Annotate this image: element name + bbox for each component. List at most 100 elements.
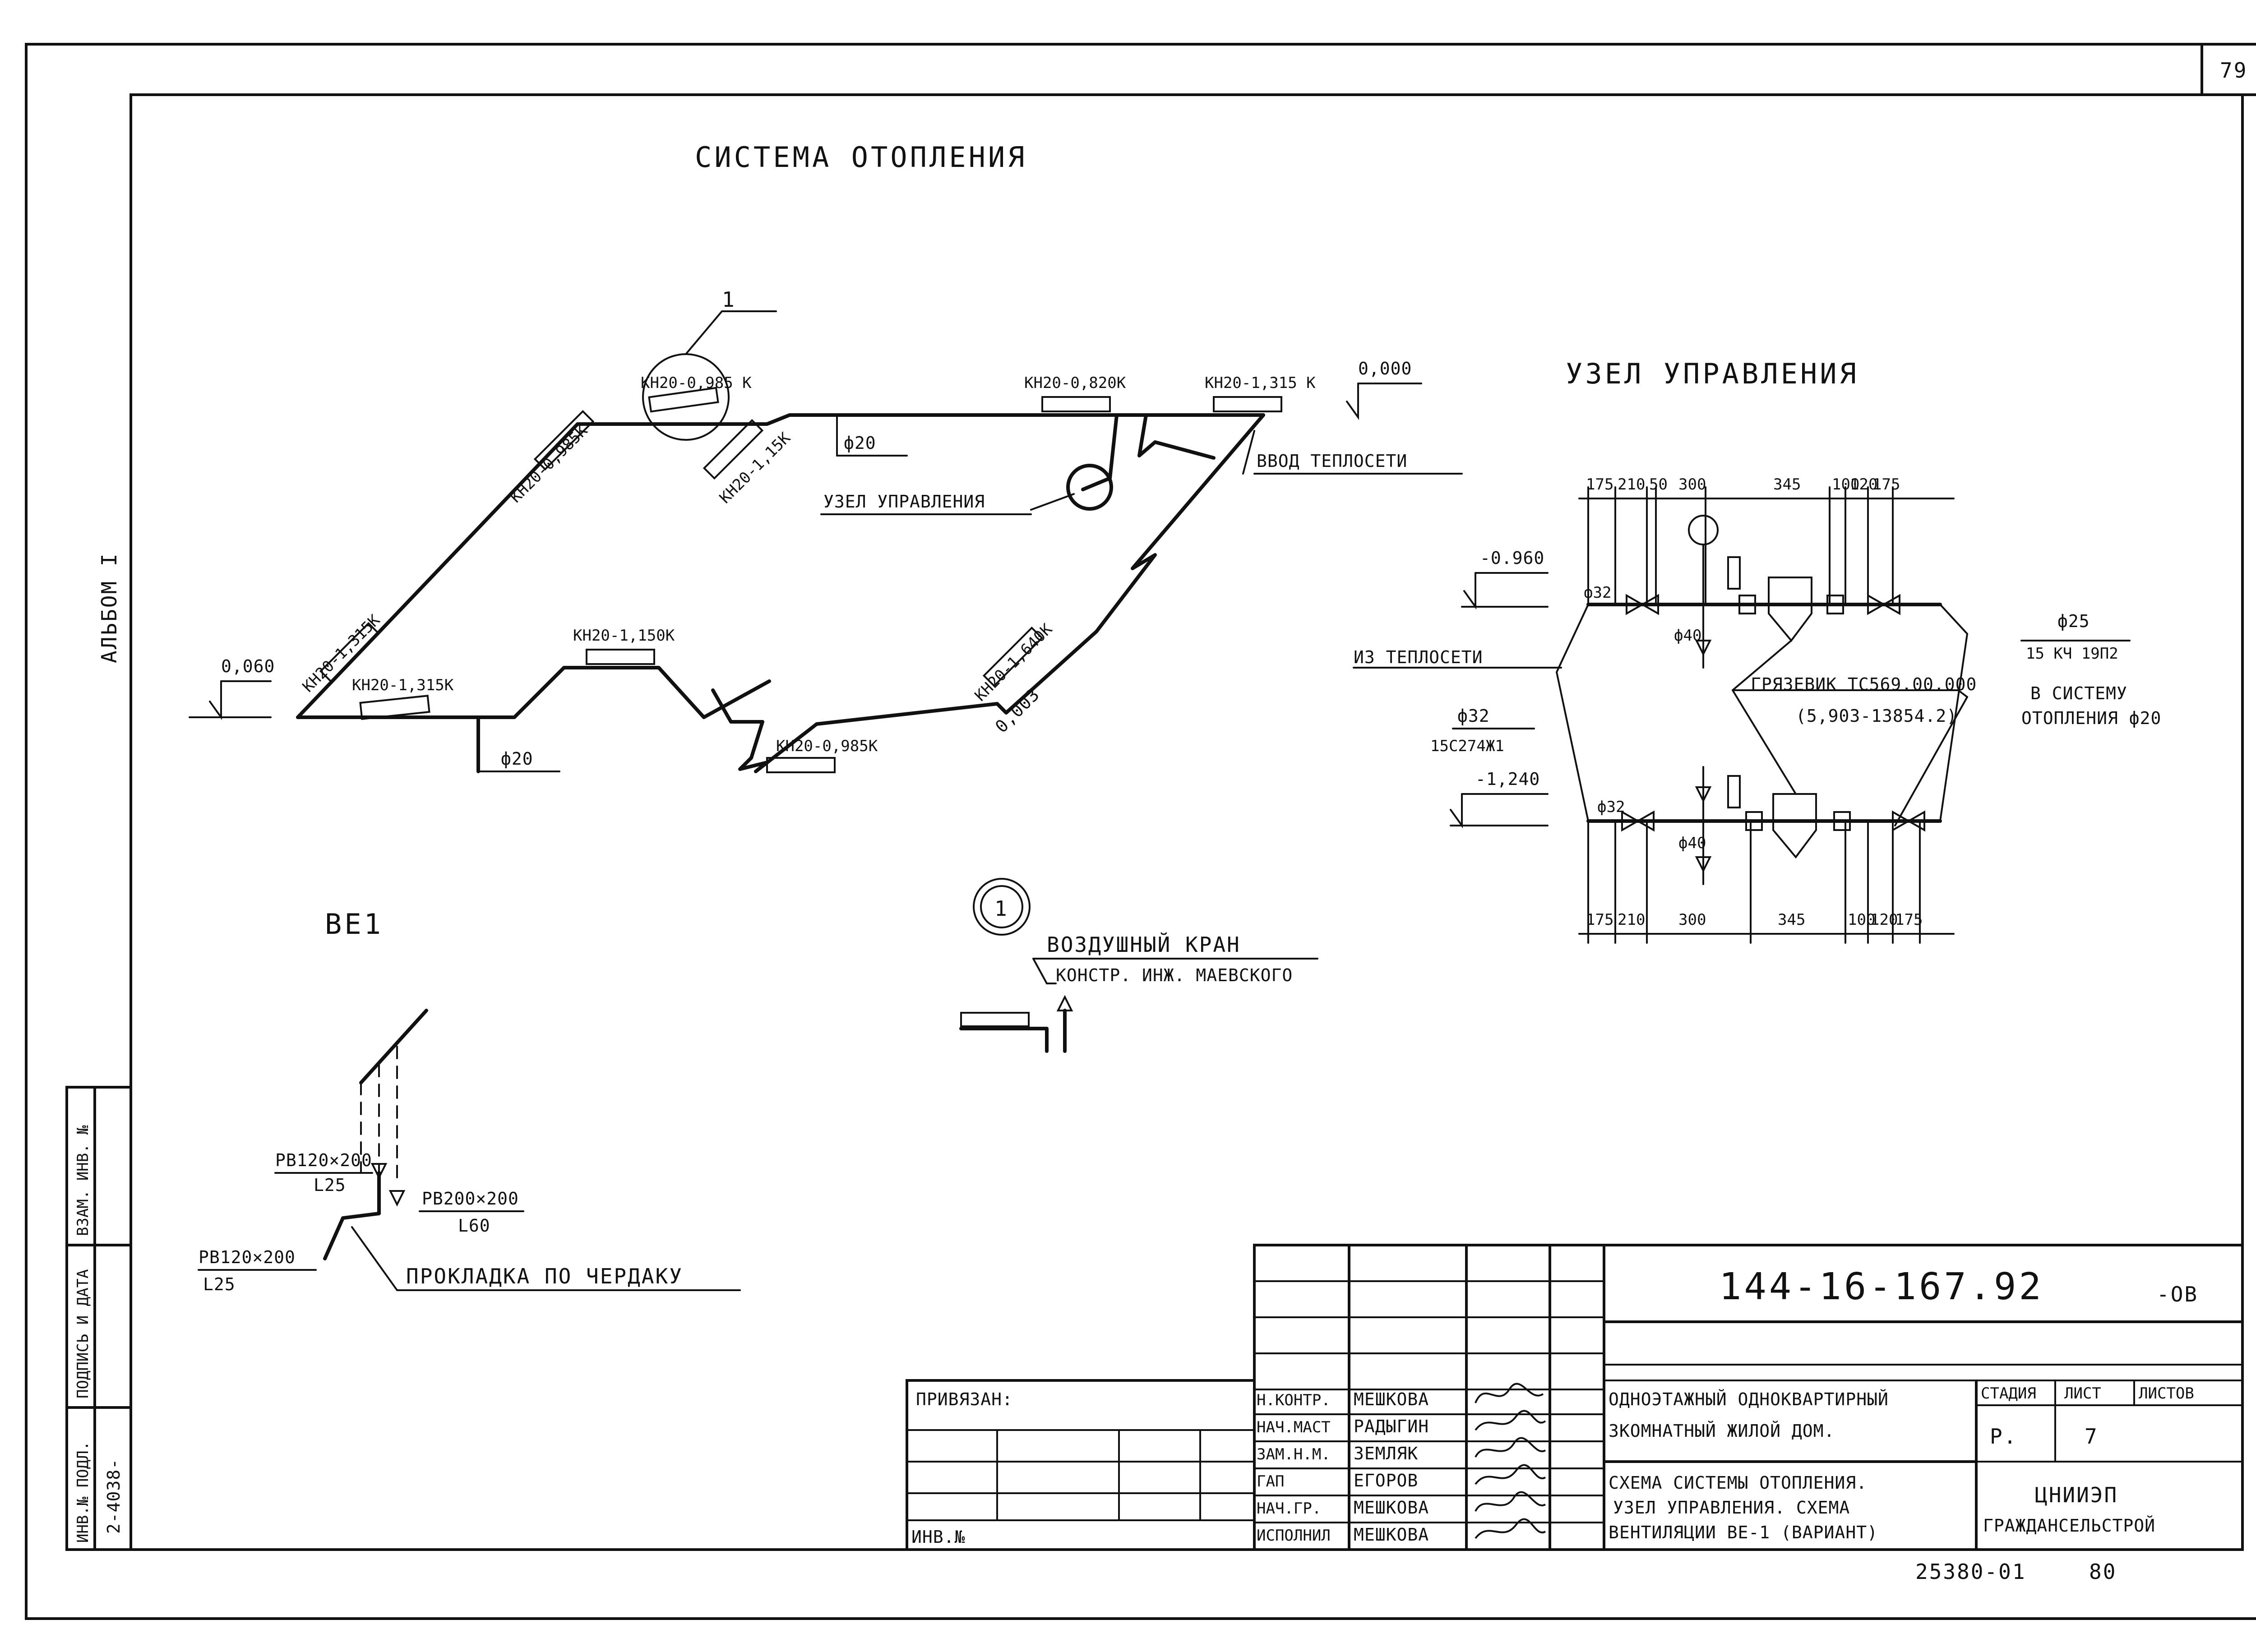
signature-mark [1475, 1437, 1546, 1458]
radiator-label: КН20-0,985К [507, 422, 592, 507]
dim-top: 210 [1618, 475, 1645, 494]
inventory-number: 2-4038- [104, 1458, 124, 1534]
signature-mark [1475, 1491, 1546, 1512]
dim-bottom: 210 [1618, 911, 1645, 929]
heating-scheme: 1 0,000 0,060 ф20 ф20 УЗЕЛ УПРАВЛЕНИЯ ВВ… [189, 287, 1463, 773]
archive-number: 25380-01 [1915, 1560, 2026, 1584]
air-valve-design: КОНСТР. ИНЖ. МАЕВСКОГО [1056, 965, 1293, 985]
signer-name: МЕШКОВА [1354, 1525, 1429, 1545]
dim-bottom: 345 [1778, 911, 1805, 929]
radiator-icon [1041, 396, 1111, 412]
ventilation-scheme: ВЕ1 РВ120×200 L25 РВ200×200 L60 РВ120×20… [198, 908, 741, 1294]
dim-bottom: 175 [1895, 911, 1923, 929]
stage-header: СТАДИЯ [1981, 1384, 2036, 1403]
sheet-title: УЗЕЛ УПРАВЛЕНИЯ. СХЕМА [1613, 1498, 1850, 1518]
heat-input-label: ВВОД ТЕПЛОСЕТИ [1257, 451, 1407, 471]
pipe-phi20-top: ф20 [844, 433, 876, 453]
radiator-label: КН20-1,315 К [1205, 374, 1316, 392]
role-label: НАЧ.ГР. [1257, 1500, 1321, 1518]
sheets-header: ЛИСТОВ [2139, 1384, 2194, 1403]
dim-bottom: 175 [1586, 911, 1613, 929]
valve-right: 15 КЧ 19П2 [2026, 645, 2118, 663]
detail-callout-number: 1 [722, 287, 736, 312]
mud-filter-label: ГРЯЗЕВИК ТС569.00.000 [1751, 674, 1977, 694]
radiator-icon [533, 410, 595, 471]
project-title: 3КОМНАТНЫЙ ЖИЛОЙ ДОМ. [1609, 1421, 1835, 1441]
phi40-top: ф40 [1674, 627, 1701, 645]
level-zero: 0,000 [1358, 359, 1412, 378]
level-bottom: -1,240 [1475, 769, 1540, 789]
attached-label: ПРИВЯЗАН: [916, 1389, 1013, 1409]
attic-label: ПРОКЛАДКА ПО ЧЕРДАКУ [406, 1264, 683, 1288]
ventilation-grille-length: L25 [314, 1175, 346, 1195]
radiator-icon [648, 387, 719, 413]
control-node-title: УЗЕЛ УПРАВЛЕНИЯ [1566, 357, 1859, 390]
radiator-label: КН20-0,820К [1024, 374, 1126, 392]
to-system-label: В СИСТЕМУ [2030, 683, 2127, 703]
sheet-title: ВЕНТИЛЯЦИИ ВЕ-1 (ВАРИАНТ) [1609, 1523, 1878, 1542]
dim-top: 50 [1649, 475, 1668, 494]
radiator-label: КН20-0,985К [776, 737, 878, 755]
organization-name: ГРАЖДАНСЕЛЬСТРОЙ [1983, 1516, 2155, 1536]
radiator-label: КН20-1,150К [573, 627, 675, 645]
dim-bottom: 120 [1870, 911, 1898, 929]
from-network-label: ИЗ ТЕПЛОСЕТИ [1354, 647, 1483, 667]
signer-name: РАДЫГИН [1354, 1417, 1429, 1436]
dim-top: 345 [1773, 475, 1801, 494]
pipe-phi20-bottom: ф20 [501, 749, 533, 769]
level-low: 0,060 [221, 656, 275, 676]
stamp-header: ИНВ.№ ПОДЛ. [74, 1441, 92, 1543]
dim-top: 100 [1832, 475, 1859, 494]
phi32-bottom: ф32 [1597, 798, 1625, 816]
sheet-title: СХЕМА СИСТЕМЫ ОТОПЛЕНИЯ. [1609, 1473, 1867, 1493]
slope-label: 0,003 [991, 684, 1044, 737]
dim-top: 120 [1850, 475, 1877, 494]
phi32-top: ф32 [1584, 584, 1611, 602]
dim-top: 175 [1872, 475, 1900, 494]
ventilation-grille-length: L60 [458, 1216, 490, 1236]
stamp-header: ВЗАМ. ИНВ. № [74, 1125, 92, 1236]
radiator-label: КН20-0,985 К [641, 374, 752, 392]
to-system-label: ОТОПЛЕНИЯ ф20 [2021, 708, 2161, 728]
air-valve-label: ВОЗДУШНЫЙ КРАН [1047, 932, 1241, 957]
sheet-header: ЛИСТ [2064, 1384, 2101, 1403]
ventilation-grille: РВ120×200 [275, 1150, 372, 1170]
dim-bottom: 300 [1678, 911, 1706, 929]
ventilation-grille: РВ200×200 [422, 1189, 519, 1209]
radiator-icon [1213, 396, 1282, 412]
radiator-label: КН20-1,315К [352, 676, 454, 694]
role-label: ИСПОЛНИЛ [1257, 1527, 1331, 1545]
radiator-label: КН20-1,640К [971, 620, 1056, 705]
mud-filter-label: (5,903-13854.2) [1796, 706, 1957, 726]
control-unit-symbol [1066, 464, 1113, 511]
role-label: ЗАМ.Н.М. [1257, 1445, 1331, 1463]
organization-name: ЦНИИЭП [2035, 1483, 2118, 1507]
document-code: 144-16-167.92 [1719, 1265, 2044, 1308]
album-label: АЛЬБОМ I [97, 552, 121, 663]
signer-name: МЕШКОВА [1354, 1498, 1429, 1518]
title-block: ПРИВЯЗАН: ИНВ.№ 144-16-167.92 -ОВ Н.КОНТ… [906, 1244, 2244, 1551]
stamp-header: ПОДПИСЬ И ДАТА [74, 1269, 92, 1398]
ventilation-grille: РВ120×200 [199, 1247, 296, 1267]
radiator-icon [359, 695, 430, 720]
dim-bottom: 100 [1848, 911, 1875, 929]
signature-mark [1475, 1464, 1546, 1485]
footer-page: 80 [2089, 1560, 2117, 1584]
control-unit-label: УЗЕЛ УПРАВЛЕНИЯ [823, 492, 985, 512]
radiator-icon [766, 757, 836, 773]
radiator-icon [319, 622, 380, 683]
inventory-label: ИНВ.№ [911, 1527, 965, 1547]
phi25-label: ф25 [2057, 611, 2090, 631]
valve-left: 15С274Ж1 [1430, 737, 1504, 755]
role-label: Н.КОНТР. [1257, 1391, 1331, 1409]
dim-top: 175 [1586, 475, 1613, 494]
outer-frame [25, 43, 2256, 1620]
stage-value: Р. [1990, 1424, 2017, 1449]
dim-top: 300 [1678, 475, 1706, 494]
role-label: ГАП [1257, 1472, 1284, 1490]
radiator-icon [586, 649, 655, 665]
radiator-label: КН20-1,15К [716, 429, 794, 507]
ventilation-title: ВЕ1 [325, 908, 384, 941]
ventilation-grille-length: L25 [203, 1274, 236, 1294]
